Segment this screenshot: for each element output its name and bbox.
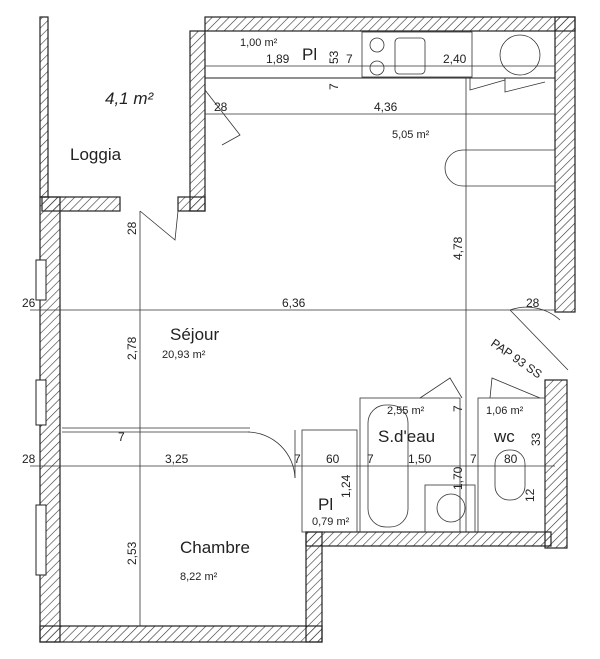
- dim-label: 28: [22, 452, 36, 466]
- dim-label: 2,40: [443, 52, 467, 66]
- chambre-label: Chambre: [180, 538, 250, 557]
- door-annotation: PAP 93 SS: [488, 336, 544, 381]
- loggia-area-label: 4,1 m²: [105, 89, 155, 108]
- dim-label: 3,25: [165, 452, 189, 466]
- wc-label: wc: [493, 427, 515, 446]
- dim-label: 1,50: [408, 452, 432, 466]
- sejour-label: Séjour: [170, 325, 219, 344]
- dim-label: 33: [529, 432, 543, 446]
- dim-label: 28: [526, 296, 540, 310]
- placard-bottom-area: 0,79 m²: [312, 516, 350, 528]
- sdeau-label: S.d'eau: [378, 427, 435, 446]
- sejour-area: 20,93 m²: [162, 349, 206, 361]
- placard-bottom-label: Pl: [318, 495, 333, 514]
- chambre-area: 8,22 m²: [180, 571, 218, 583]
- dim-label: 2,53: [125, 541, 139, 565]
- dim-label: 26: [22, 296, 36, 310]
- dim-label: 28: [125, 221, 139, 235]
- dim-label: 28: [214, 100, 228, 114]
- kitchen-area: 5,05 m²: [392, 129, 430, 141]
- wc-area: 1,06 m²: [486, 405, 524, 417]
- dimension-lines: [30, 65, 555, 626]
- dim-label: 7: [327, 83, 341, 90]
- dim-label: 80: [504, 452, 518, 466]
- dim-label: 7: [294, 452, 301, 466]
- sdeau-area: 2,55 m²: [387, 405, 425, 417]
- dim-label: 7: [451, 405, 465, 412]
- dim-label: 7: [470, 452, 477, 466]
- dim-label: 1,24: [339, 474, 353, 498]
- dim-label: 60: [326, 452, 340, 466]
- dim-label: 6,36: [282, 296, 306, 310]
- windows: [35, 259, 47, 576]
- walls: [39, 16, 576, 643]
- dim-label: 7: [346, 52, 353, 66]
- dim-label: 1,89: [266, 52, 290, 66]
- dim-label: 53: [327, 50, 341, 64]
- dimension-labels: 1,89 53 7 2,40 7 28 4,36 28 4,78 26 6,36…: [22, 50, 543, 565]
- dim-label: 1,70: [451, 466, 465, 490]
- placard-top-area: 1,00 m²: [240, 37, 278, 49]
- dim-label: 4,36: [374, 100, 398, 114]
- dim-label: 12: [523, 488, 537, 502]
- dim-label: 4,78: [451, 236, 465, 260]
- dim-label: 2,78: [125, 336, 139, 360]
- dim-label: 7: [367, 452, 374, 466]
- loggia-label: Loggia: [70, 145, 122, 164]
- placard-top-label: Pl: [302, 45, 317, 64]
- dim-label: 7: [118, 430, 125, 444]
